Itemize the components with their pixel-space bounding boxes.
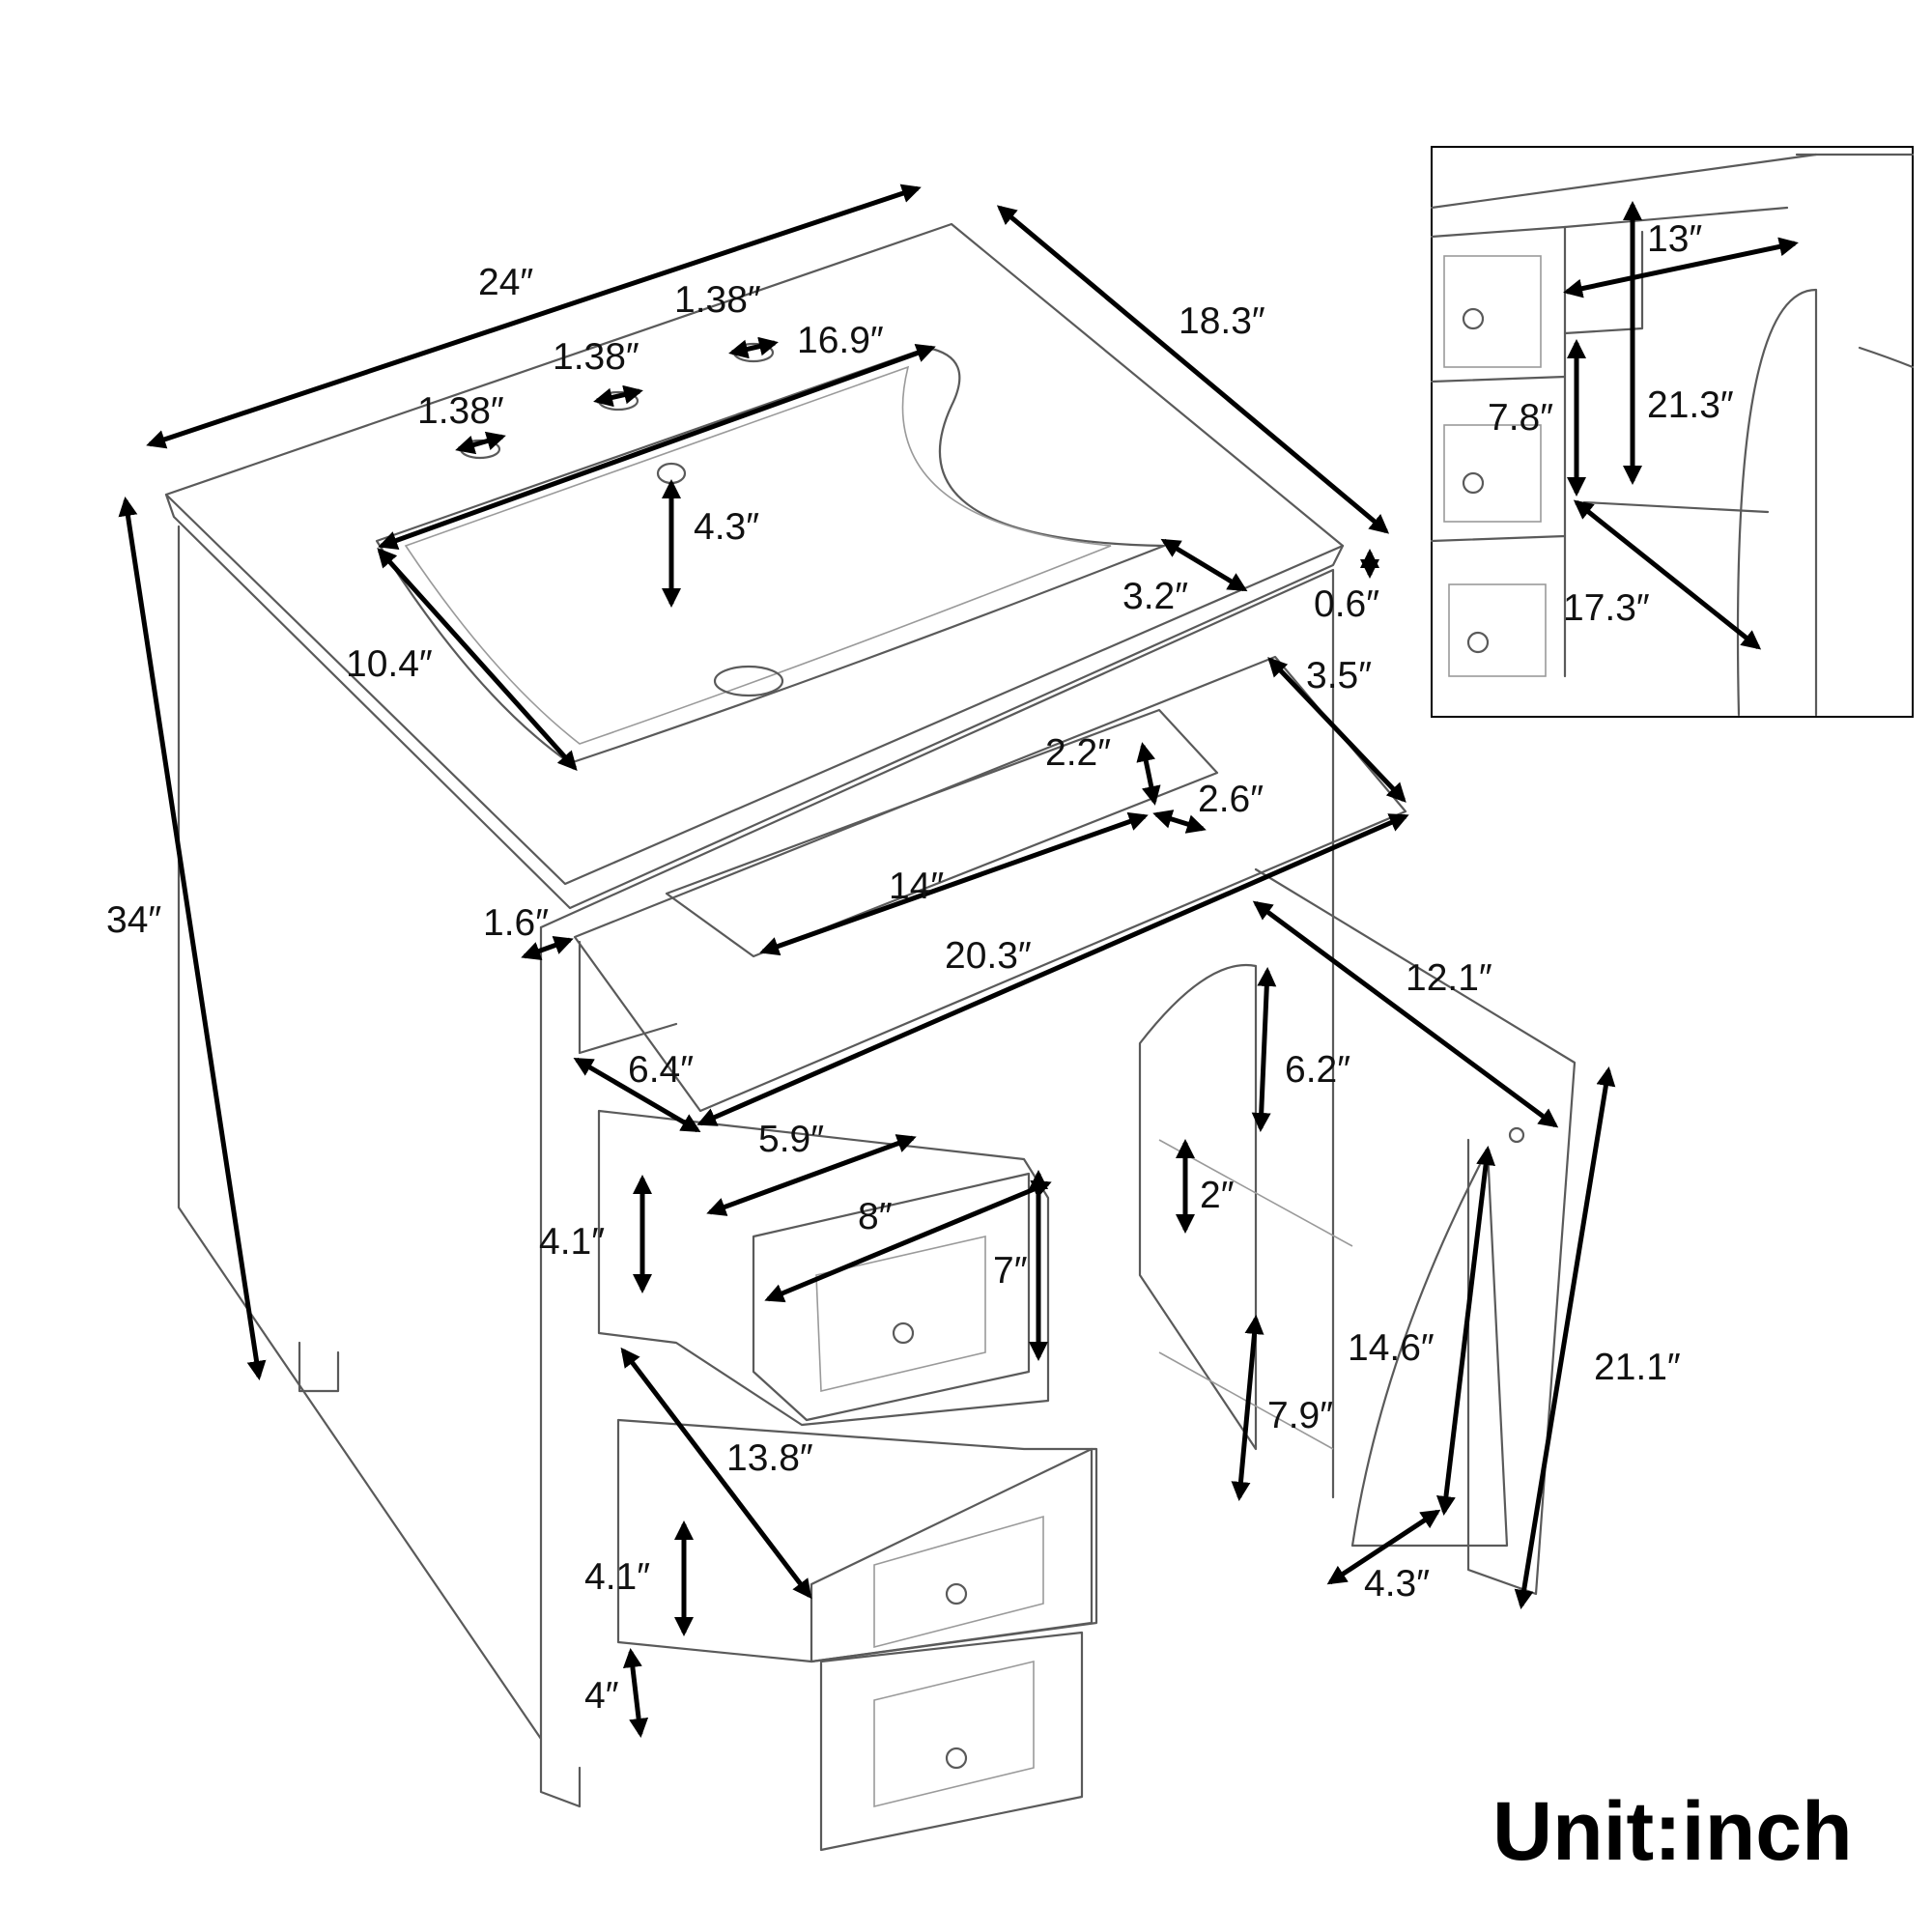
label-tray-height: 2.2″ bbox=[1045, 732, 1111, 774]
label-faucet-hole-2: 1.38″ bbox=[553, 336, 639, 378]
door-width-arrow bbox=[1252, 900, 1559, 1128]
upper-drawer-knob bbox=[892, 1321, 915, 1345]
flip-depth-arrow bbox=[573, 1057, 701, 1133]
overflow-hole bbox=[656, 462, 687, 485]
label-drawer-inner-height: 4.1″ bbox=[539, 1221, 605, 1263]
drawer-inner-depth-arrow bbox=[706, 1134, 917, 1216]
label-basin-width: 10.4″ bbox=[346, 643, 433, 685]
drain bbox=[713, 665, 784, 697]
label-tray-width: 14″ bbox=[889, 866, 944, 907]
label-flip-drawer-height: 3.5″ bbox=[1306, 655, 1372, 696]
flip-height-arrow bbox=[1267, 657, 1406, 803]
label-inset-cabinet-depth: 17.3″ bbox=[1563, 587, 1650, 629]
inset-depth-arrow bbox=[1573, 499, 1762, 650]
label-flip-drawer-depth: 6.4″ bbox=[628, 1049, 694, 1091]
door-height-arrow bbox=[1514, 1066, 1616, 1609]
middle-drawer bbox=[616, 1418, 1098, 1663]
label-rim: 3.2″ bbox=[1122, 576, 1188, 617]
shelf-upper-arrow bbox=[1251, 967, 1277, 1132]
width-arrow bbox=[146, 184, 922, 449]
label-tray-depth: 2.6″ bbox=[1198, 779, 1264, 820]
cabinet-front bbox=[539, 568, 1335, 1499]
rim-arrow bbox=[1160, 538, 1248, 592]
vanity-sketch bbox=[164, 222, 1577, 1852]
label-depth: 18.3″ bbox=[1179, 300, 1265, 342]
door-hinge-screw bbox=[1508, 1126, 1525, 1144]
label-inset-cabinet-width: 13″ bbox=[1647, 218, 1702, 260]
label-width: 24″ bbox=[478, 262, 533, 303]
label-shelf-lower: 7.9″ bbox=[1267, 1395, 1333, 1436]
height-arrow bbox=[118, 497, 267, 1380]
dimension-labels: 24″ 18.3″ 34″ 1.38″ 1.38″ 1.38″ 16.9″ 4.… bbox=[106, 262, 1681, 1717]
label-drawer2-height: 4.1″ bbox=[584, 1556, 650, 1598]
label-drawer-inner-width: 8″ bbox=[858, 1196, 893, 1237]
inset-width-arrow bbox=[1563, 237, 1799, 298]
door-shelf-height-arrow bbox=[1435, 1146, 1496, 1516]
unit-label: Unit:inch bbox=[1492, 1785, 1853, 1878]
label-side-panel: 1.6″ bbox=[483, 902, 549, 944]
door-shelf-depth-arrow bbox=[1326, 1509, 1441, 1585]
cabinet-side bbox=[177, 525, 543, 1741]
label-shelf-upper: 6.2″ bbox=[1285, 1049, 1350, 1091]
flip-tray bbox=[573, 655, 1407, 1113]
label-drawer-length: 13.8″ bbox=[726, 1437, 813, 1479]
upper-drawer bbox=[597, 1109, 1050, 1427]
basin-width-arrow bbox=[377, 548, 578, 771]
tray-depth-arrow bbox=[1152, 810, 1207, 834]
label-door-height: 21.1″ bbox=[1594, 1347, 1681, 1388]
label-bottom-gap: 4″ bbox=[584, 1675, 619, 1717]
label-door-width: 12.1″ bbox=[1406, 957, 1492, 999]
label-shelf-gap: 2″ bbox=[1200, 1175, 1235, 1216]
label-faucet-hole-1: 1.38″ bbox=[417, 390, 504, 432]
shelf-lower-arrow bbox=[1231, 1315, 1264, 1501]
label-drawer-front-height: 7″ bbox=[993, 1250, 1028, 1292]
flip-width-arrow bbox=[696, 813, 1409, 1126]
middle-drawer-knob bbox=[945, 1582, 968, 1605]
inset-knob-2 bbox=[1462, 471, 1485, 495]
label-faucet-hole-3: 1.38″ bbox=[674, 279, 761, 321]
inset-knob-3 bbox=[1466, 631, 1490, 654]
countertop bbox=[164, 222, 1345, 886]
inset-detail: 13″ 21.3″ 7.8″ 17.3″ bbox=[1430, 146, 1915, 718]
bottom-drawer-knob bbox=[945, 1747, 968, 1770]
label-basin-depth: 4.3″ bbox=[694, 506, 759, 548]
bottom-gap-arrow bbox=[622, 1648, 649, 1738]
label-inset-cabinet-height: 21.3″ bbox=[1647, 384, 1734, 426]
label-basin-length: 16.9″ bbox=[797, 320, 884, 361]
depth-arrow bbox=[996, 205, 1390, 534]
bottom-drawer bbox=[819, 1631, 1084, 1852]
drawer-inner-width-arrow bbox=[764, 1179, 1052, 1303]
tray-height-arrow bbox=[1136, 742, 1161, 806]
label-inset-drawer-gap: 7.8″ bbox=[1488, 397, 1553, 439]
label-door-shelf-height: 14.6″ bbox=[1348, 1327, 1435, 1369]
dimension-arrows bbox=[118, 184, 1616, 1738]
basin-length-arrow bbox=[378, 344, 936, 550]
drawer-length-arrow bbox=[620, 1347, 812, 1600]
label-top-thickness: 0.6″ bbox=[1314, 583, 1379, 625]
label-height: 34″ bbox=[106, 899, 161, 941]
side-panel-arrow bbox=[521, 936, 574, 960]
label-drawer-inner-depth: 5.9″ bbox=[758, 1119, 824, 1160]
label-flip-drawer-width: 20.3″ bbox=[945, 935, 1032, 977]
inset-knob-1 bbox=[1462, 307, 1485, 330]
label-door-shelf-depth: 4.3″ bbox=[1364, 1563, 1430, 1605]
